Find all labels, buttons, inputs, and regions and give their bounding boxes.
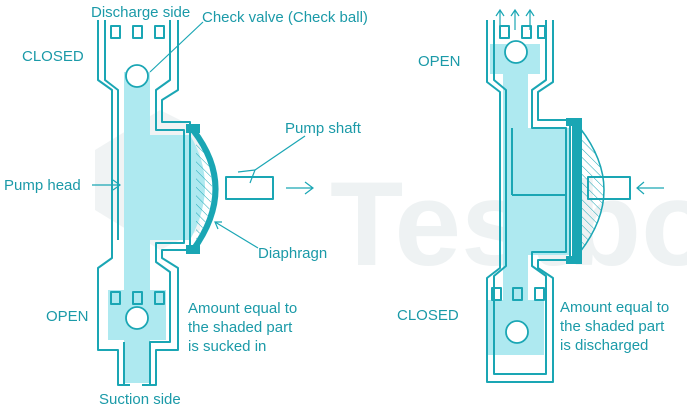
label-suction-side: Suction side xyxy=(99,391,181,408)
right-note-line1: Amount equal to xyxy=(560,299,669,316)
left-state-bottom: OPEN xyxy=(46,308,89,325)
right-diaphragm xyxy=(566,118,605,264)
label-discharge-side: Discharge side xyxy=(91,4,190,21)
left-note-line1: Amount equal to xyxy=(188,300,297,317)
leader-check-valve xyxy=(149,21,204,73)
right-state-bottom: CLOSED xyxy=(397,307,459,324)
left-pump-casing-outer xyxy=(97,20,191,386)
right-top-valve-seat xyxy=(499,25,546,39)
leader-diaphragm xyxy=(214,221,259,249)
left-state-top: CLOSED xyxy=(22,48,84,65)
label-pump-head: Pump head xyxy=(4,177,81,194)
left-top-check-ball xyxy=(125,64,149,88)
right-pump-casing-outer xyxy=(486,20,571,383)
label-pump-shaft: Pump shaft xyxy=(285,120,362,137)
right-pump-shaft xyxy=(587,176,664,200)
right-top-check-ball xyxy=(504,40,528,64)
left-pump: Discharge side Check valve (Check ball) … xyxy=(4,4,368,408)
right-note-line2: the shaded part xyxy=(560,318,665,335)
left-top-valve-seat xyxy=(110,25,165,39)
right-state-top: OPEN xyxy=(418,53,461,70)
label-check-valve: Check valve (Check ball) xyxy=(202,9,368,26)
right-note-line3: is discharged xyxy=(560,337,648,354)
leader-pump-shaft xyxy=(254,135,306,171)
left-diaphragm xyxy=(186,124,219,254)
left-pump-shaft xyxy=(225,176,314,200)
label-diaphragm: Diaphragn xyxy=(258,245,327,262)
left-bottom-check-ball xyxy=(125,306,149,330)
left-note-line2: the shaded part xyxy=(188,319,293,336)
left-note-line3: is sucked in xyxy=(188,338,266,355)
right-bottom-check-ball xyxy=(505,320,529,344)
right-bottom-valve-seat xyxy=(491,287,545,301)
left-bottom-valve-seat xyxy=(110,291,165,305)
right-pump: OPEN CLOSED Amount equal to the shaded p… xyxy=(397,8,669,383)
